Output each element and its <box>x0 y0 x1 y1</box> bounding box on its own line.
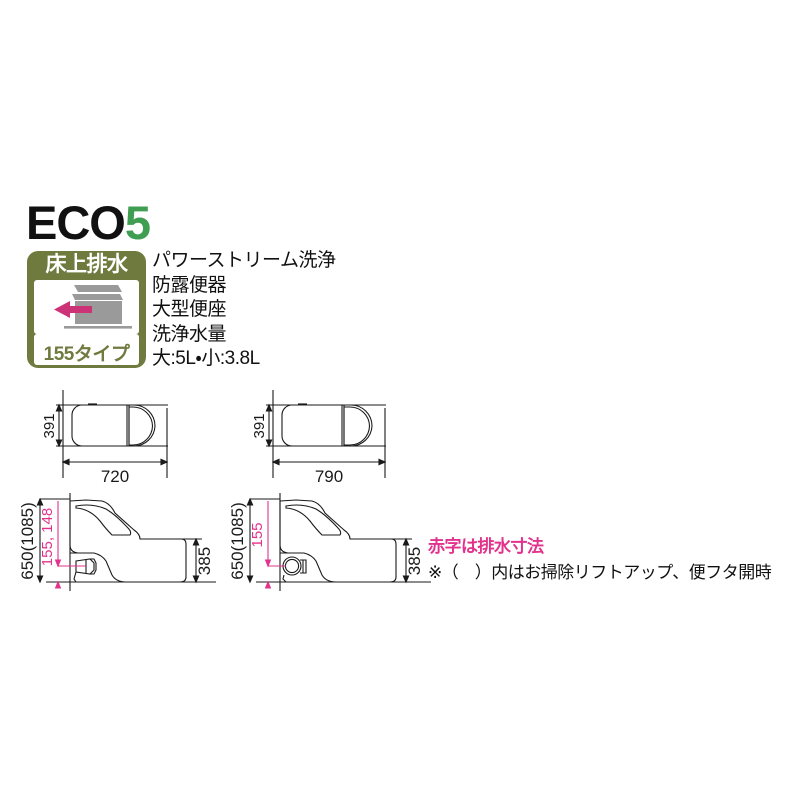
eco-logo: ECO5 <box>26 196 151 249</box>
badge-footer-label: 155タイプ <box>43 344 130 365</box>
left-elevation-view-drawing: 650(1085) 155, 148 385 <box>18 493 216 591</box>
left-arrow-icon <box>54 301 92 318</box>
right-elevation-height-label: 650(1085) <box>228 502 247 580</box>
right-plan-view-drawing: 391 790 <box>251 390 387 486</box>
left-plan-depth-label: 391 <box>41 413 58 438</box>
spec-item: 大:5L・小:3.8L <box>152 348 260 369</box>
badge-footer-panel <box>34 334 139 365</box>
right-plan-depth-label: 391 <box>251 413 268 438</box>
note-red-dimension: 赤字は排水寸法 <box>428 537 544 556</box>
note-parenthesis-meaning: ※（ ）内はお掃除リフトアップ、便フタ開時 <box>428 563 772 582</box>
right-elevation-seat-height-label: 385 <box>405 547 424 575</box>
eco-logo-number: 5 <box>124 196 151 249</box>
left-plan-view-drawing: 391 720 <box>41 390 169 486</box>
right-elevation-view-drawing: 650(1085) 155 385 <box>228 493 431 591</box>
spec-item: パワーストリーム洗浄 <box>152 250 336 271</box>
badge-title: 床上排水 <box>45 253 129 276</box>
left-elevation-drain-label: 155, 148 <box>39 508 56 566</box>
spec-item: 大型便座 <box>152 299 227 320</box>
left-plan-width-label: 720 <box>101 467 129 486</box>
left-elevation-height-label: 650(1085) <box>18 502 37 580</box>
right-elevation-drain-label: 155 <box>249 522 266 547</box>
spec-item: 防露便器 <box>152 274 227 296</box>
drawing-notes: 赤字は排水寸法 ※（ ）内はお掃除リフトアップ、便フタ開時 <box>428 534 772 586</box>
left-elevation-seat-height-label: 385 <box>195 547 214 575</box>
badge-pictogram-panel <box>34 280 139 334</box>
eco-logo-word: ECO <box>26 196 126 249</box>
right-plan-width-label: 790 <box>315 467 343 486</box>
spec-list: パワーストリーム洗浄 防露便器 大型便座 洗浄水量 大:5L・小:3.8L <box>152 249 336 372</box>
drainage-type-badge: 床上排水 155タイプ <box>27 251 146 368</box>
spec-item: 洗浄水量 <box>152 323 227 345</box>
toilet-side-pictogram-icon <box>54 285 132 329</box>
